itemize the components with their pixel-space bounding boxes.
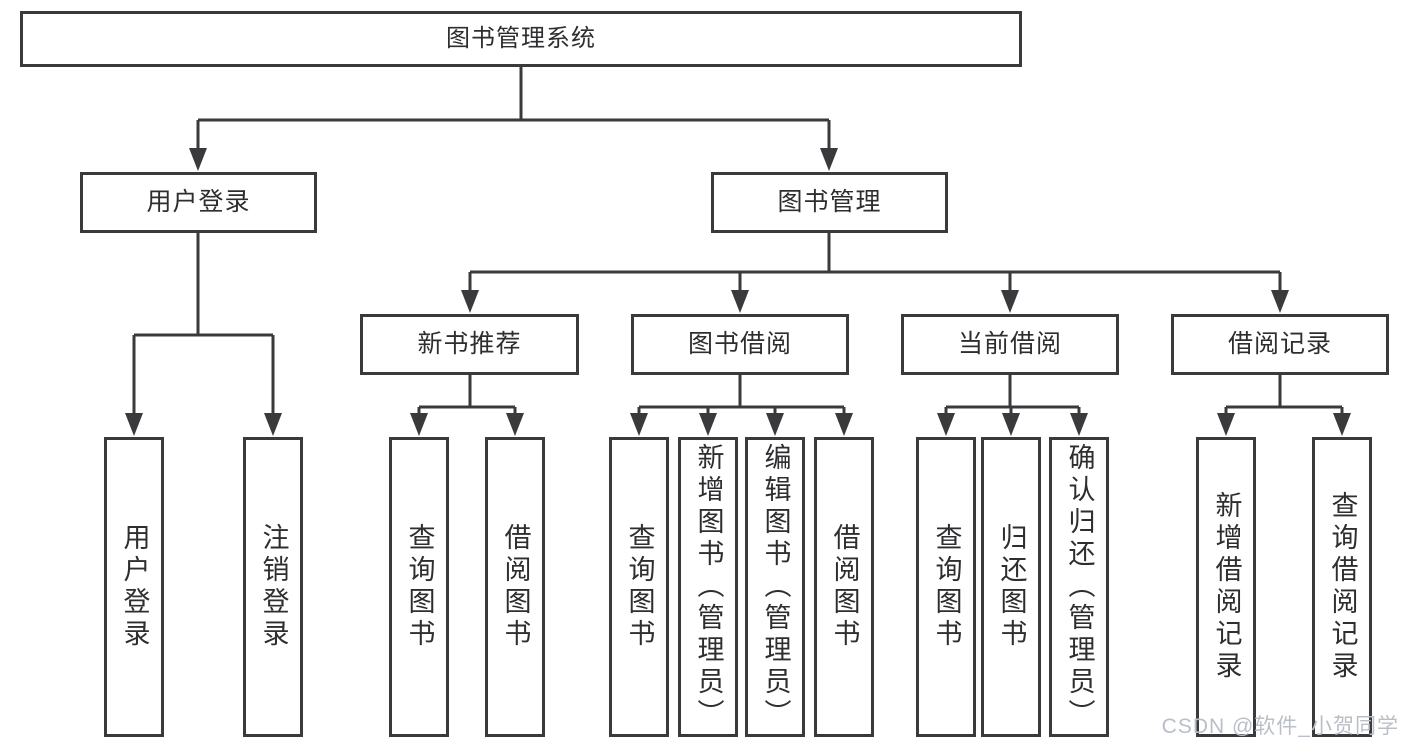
leaf-query-borrow-record: 查询借阅记录 xyxy=(1312,437,1372,737)
leaf-logout: 注销登录 xyxy=(243,437,303,737)
connector-records-to-leaves xyxy=(1224,375,1344,415)
leaf-confirm-return-admin: 确认归还（管理员） xyxy=(1049,437,1109,737)
arrowhead xyxy=(766,413,784,436)
csdn-watermark: CSDN @软件_小贺同学 xyxy=(1161,715,1399,738)
leaf-borrow-books: 借阅图书 xyxy=(814,437,874,737)
connector-borrow-to-leaves xyxy=(637,375,846,415)
node-user-login: 用户登录 xyxy=(80,172,317,233)
node-borrow-records: 借阅记录 xyxy=(1171,314,1389,375)
leaf-borrow-books-recommend: 借阅图书 xyxy=(485,437,545,737)
arrowhead xyxy=(630,413,648,436)
arrowhead xyxy=(410,413,428,436)
arrowhead xyxy=(1333,413,1351,436)
arrowhead xyxy=(264,413,282,436)
node-book-borrow: 图书借阅 xyxy=(631,314,849,375)
arrowhead xyxy=(461,290,479,313)
leaf-add-books-admin: 新增图书（管理员） xyxy=(678,437,738,737)
connector-root-to-level2 xyxy=(196,67,831,150)
arrowhead xyxy=(1001,290,1019,313)
node-current-borrow: 当前借阅 xyxy=(901,314,1119,375)
arrowhead xyxy=(731,290,749,313)
connector-newbook-to-leaves xyxy=(417,375,517,415)
leaf-user-login: 用户登录 xyxy=(104,437,164,737)
connector-bookmgmt-to-level3 xyxy=(468,233,1282,292)
connector-userlogin-to-leaves xyxy=(132,233,275,415)
leaf-query-books-recommend: 查询图书 xyxy=(389,437,449,737)
arrowhead xyxy=(506,413,524,436)
arrowhead xyxy=(835,413,853,436)
arrowhead xyxy=(1217,413,1235,436)
arrowhead xyxy=(937,413,955,436)
arrowhead xyxy=(1070,413,1088,436)
arrowhead xyxy=(1271,290,1289,313)
node-book-management: 图书管理 xyxy=(711,172,948,233)
leaf-query-books-borrow: 查询图书 xyxy=(609,437,669,737)
arrowhead xyxy=(125,413,143,436)
leaf-add-borrow-record: 新增借阅记录 xyxy=(1196,437,1256,737)
arrowhead xyxy=(189,148,207,171)
arrowhead xyxy=(1002,413,1020,436)
leaf-query-books-current: 查询图书 xyxy=(916,437,976,737)
connector-current-to-leaves xyxy=(944,375,1081,415)
leaf-edit-books-admin: 编辑图书（管理员） xyxy=(745,437,805,737)
leaf-return-books: 归还图书 xyxy=(981,437,1041,737)
arrowhead xyxy=(820,148,838,171)
node-new-book-recommend: 新书推荐 xyxy=(360,314,579,375)
arrowhead xyxy=(699,413,717,436)
node-root-library-system: 图书管理系统 xyxy=(20,11,1022,67)
